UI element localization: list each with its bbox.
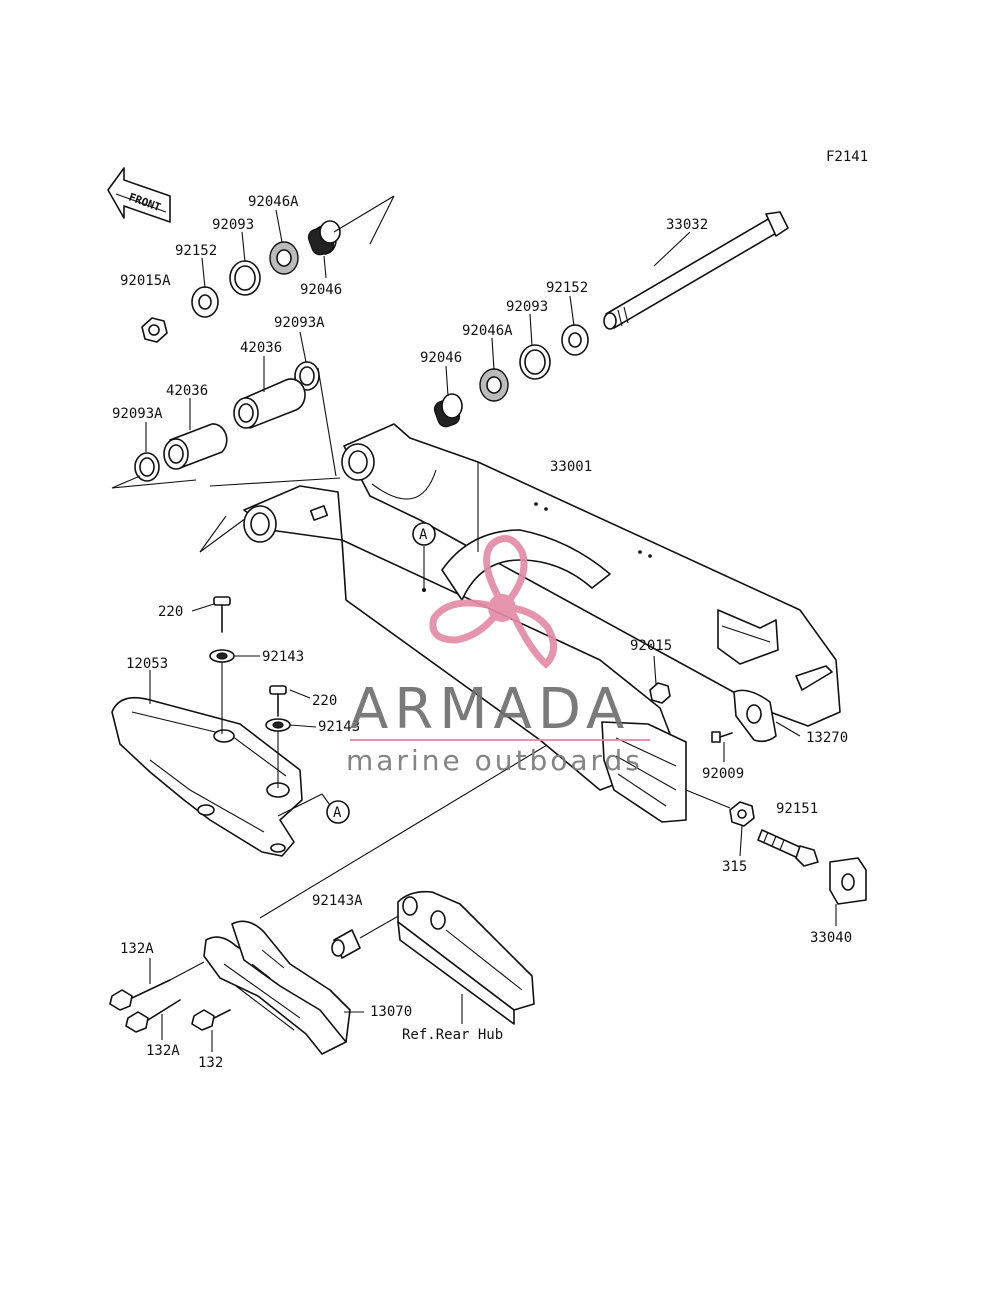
part-92046A-top (269, 241, 299, 275)
part-92152-top (191, 286, 219, 318)
part-92152-right (561, 324, 589, 356)
part-92093-right (519, 344, 551, 380)
part-92143A (331, 913, 403, 959)
part-33040 (829, 857, 867, 905)
label-315: 315 (722, 859, 747, 875)
part-axle-block (601, 721, 687, 823)
part-132A-a (109, 961, 205, 1011)
part-132A-b (125, 999, 181, 1033)
label-92152-top: 92152 (175, 243, 217, 259)
label-33001: 33001 (550, 459, 592, 475)
label-132: 132 (198, 1055, 223, 1071)
label-92093A-top: 92093A (274, 315, 325, 331)
label-ref-rear-hub: Ref.Rear Hub (402, 1027, 503, 1043)
part-92015 (649, 682, 671, 704)
label-92046-right: 92046 (420, 350, 462, 366)
part-92143-a (209, 649, 235, 734)
label-42036-a: 42036 (240, 340, 282, 356)
label-13270: 13270 (806, 730, 848, 746)
part-13070 (203, 920, 351, 1055)
watermark-tagline: marine outboards (346, 744, 643, 777)
part-92151 (757, 829, 819, 867)
label-12053: 12053 (126, 656, 168, 672)
label-92151: 92151 (776, 801, 818, 817)
label-132A-a: 132A (120, 941, 154, 957)
label-92093-right: 92093 (506, 299, 548, 315)
label-92015: 92015 (630, 638, 672, 654)
part-33032 (603, 211, 789, 330)
part-13270 (733, 689, 777, 743)
label-33040: 33040 (810, 930, 852, 946)
label-42036-b: 42036 (166, 383, 208, 399)
figure-code: F2141 (826, 149, 868, 165)
label-220-b: 220 (312, 693, 337, 709)
part-92093A-left (134, 452, 160, 482)
part-220-a (213, 596, 231, 633)
part-132 (191, 1009, 231, 1031)
label-220-a: 220 (158, 604, 183, 620)
part-92015A (141, 317, 168, 343)
watermark-brand: ARMADA (350, 677, 630, 742)
ref-a-bottom: A (326, 800, 350, 824)
part-92009 (711, 731, 733, 743)
label-92152-right: 92152 (546, 280, 588, 296)
label-92046-top: 92046 (300, 282, 342, 298)
label-13070: 13070 (370, 1004, 412, 1020)
part-92093-top (229, 260, 261, 296)
label-92143-b: 92143 (318, 719, 360, 735)
part-42036-a (233, 378, 306, 429)
part-220-b (269, 685, 287, 717)
part-42036-b (163, 423, 228, 470)
ref-a-top: A (412, 522, 436, 546)
label-132A-b: 132A (146, 1043, 180, 1059)
label-92009: 92009 (702, 766, 744, 782)
part-92046-top (307, 220, 341, 256)
assembly-lines (111, 195, 553, 919)
label-92143A: 92143A (312, 893, 363, 909)
label-92015A: 92015A (120, 273, 171, 289)
watermark: ARMADA marine outboards (346, 535, 650, 777)
part-12053 (111, 696, 303, 857)
ref-a-top-label: A (419, 527, 428, 543)
front-arrow-icon: FRONT (107, 167, 171, 223)
label-92093A-left: 92093A (112, 406, 163, 422)
label-92093-top: 92093 (212, 217, 254, 233)
leader-lines (145, 209, 837, 1052)
ref-rear-hub-bracket (397, 890, 535, 1025)
part-315 (729, 801, 755, 827)
part-92143-b (265, 718, 291, 788)
label-92046A-right: 92046A (462, 323, 513, 339)
propeller-logo-icon (429, 535, 557, 669)
label-33032: 33032 (666, 217, 708, 233)
ref-a-bottom-label: A (333, 805, 342, 821)
label-92143-a: 92143 (262, 649, 304, 665)
label-92046A-top: 92046A (248, 194, 299, 210)
part-92046A-right (479, 368, 509, 402)
part-92046-right (433, 393, 463, 428)
